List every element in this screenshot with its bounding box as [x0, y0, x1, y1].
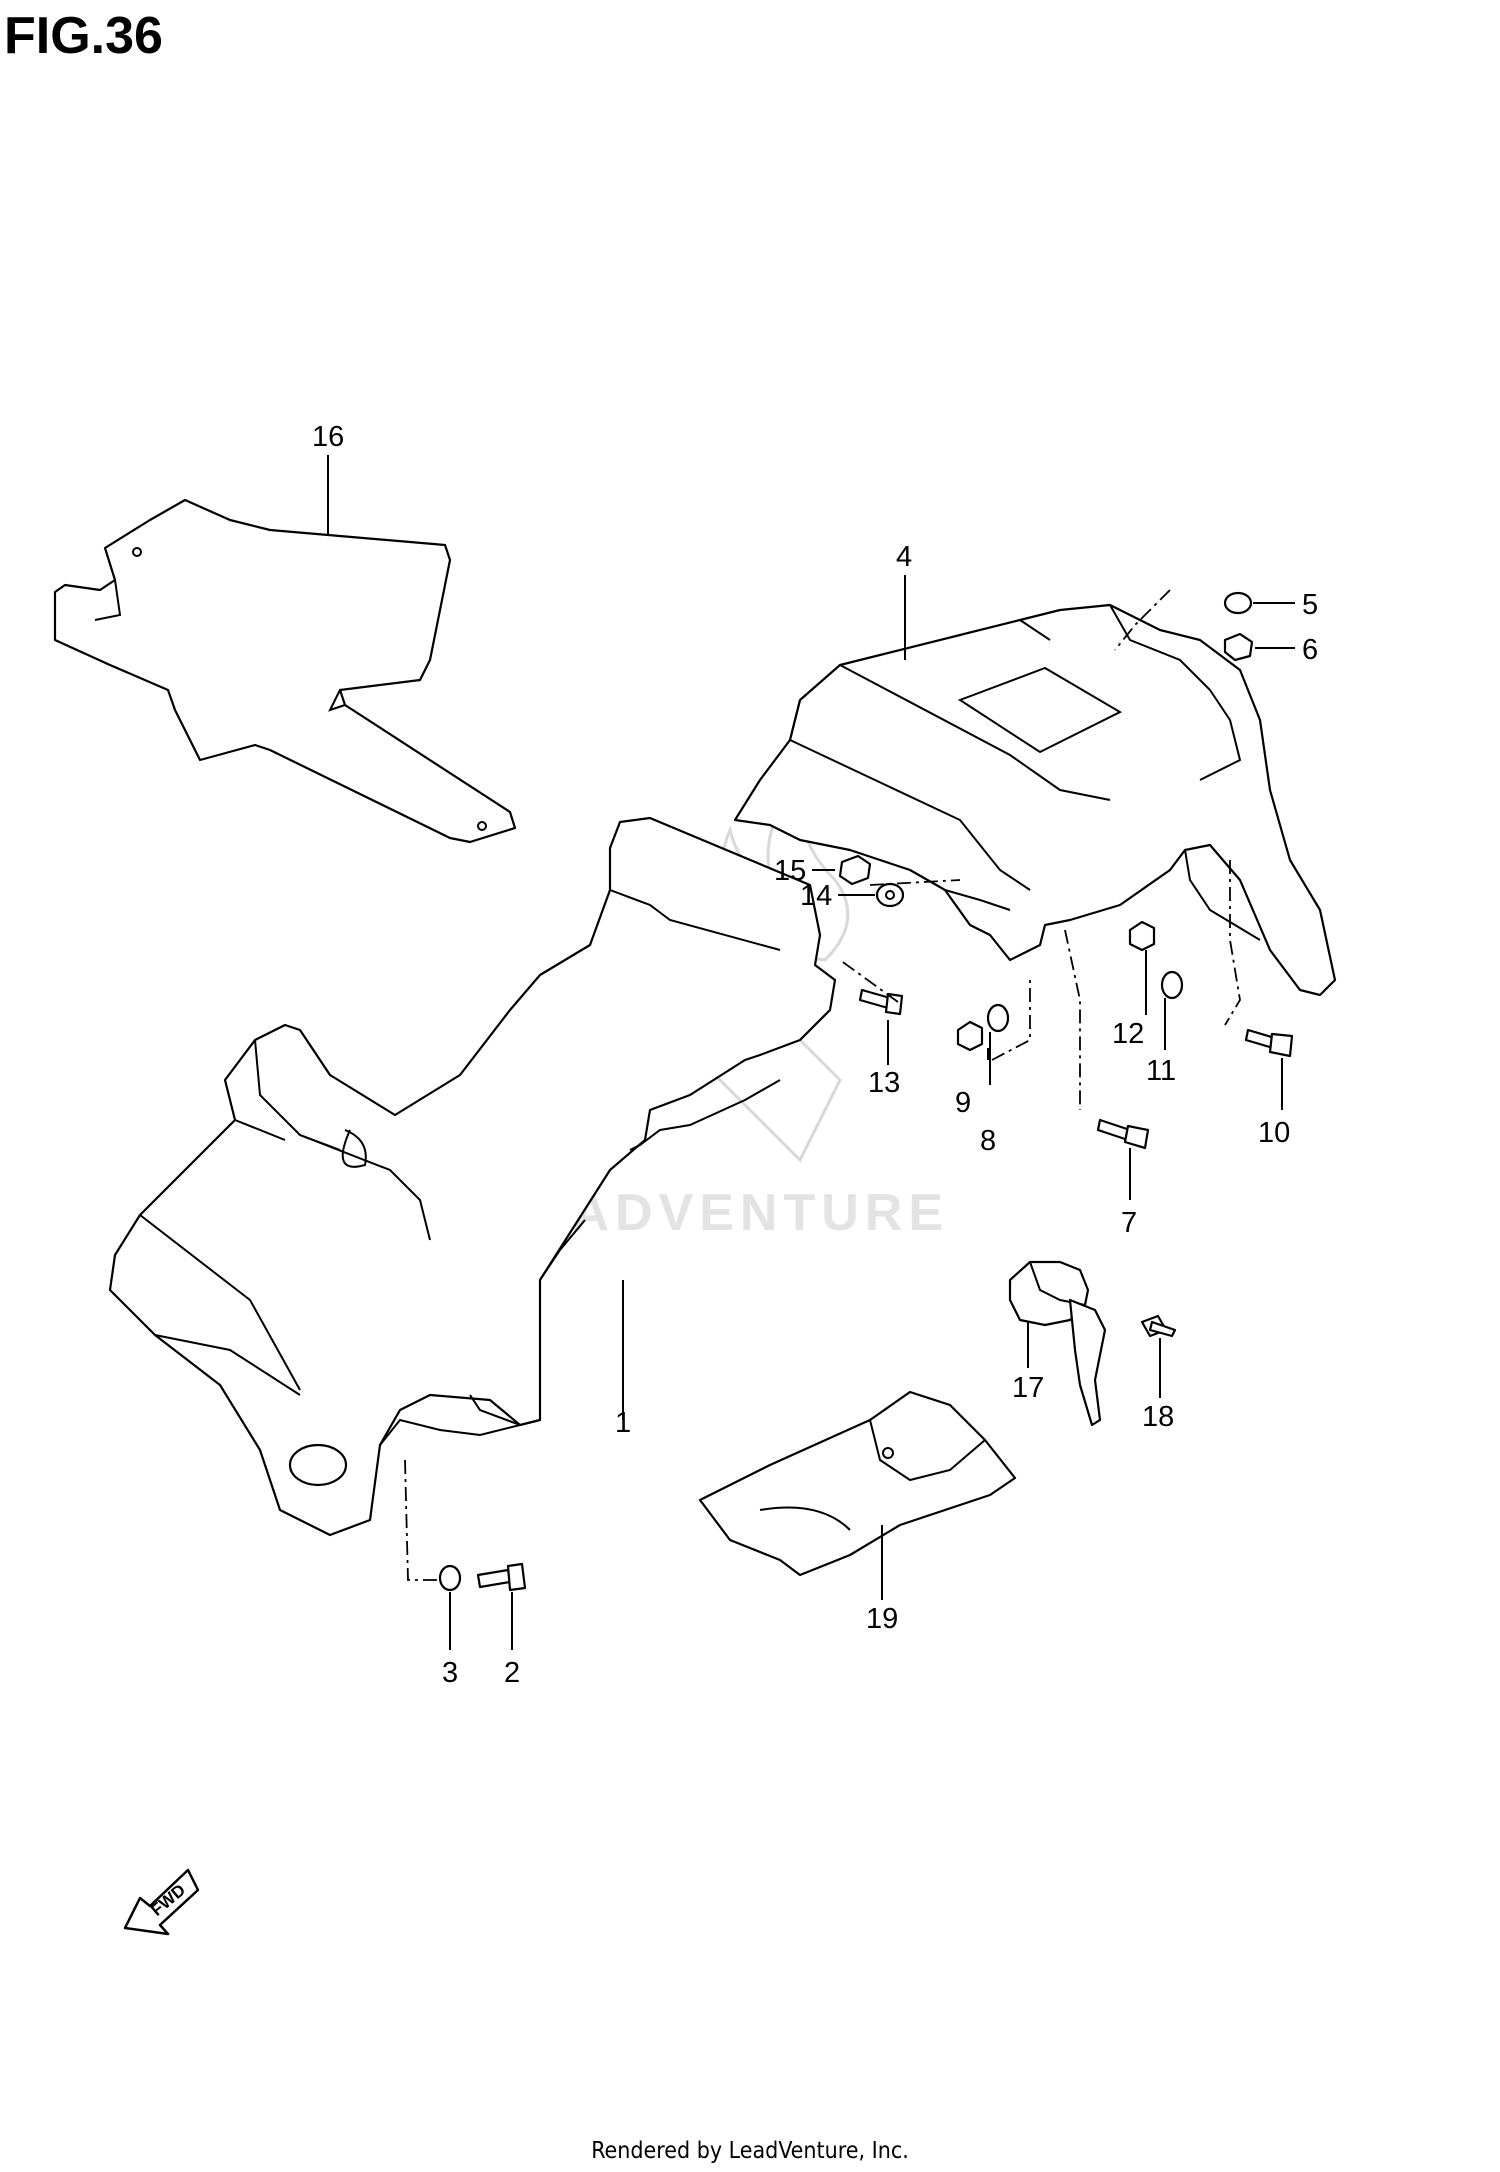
part-3-nut[interactable]	[438, 1564, 462, 1592]
part-2-bolt[interactable]	[476, 1562, 527, 1592]
callout-15: 15	[774, 855, 806, 887]
callout-18: 18	[1142, 1401, 1174, 1433]
part-12-nut[interactable]	[1128, 920, 1156, 952]
callout-1: 1	[615, 1407, 631, 1439]
part-1-rear-fender[interactable]	[108, 816, 837, 1537]
part-19-tool-bag[interactable]	[698, 1390, 1017, 1577]
part-6-nut[interactable]	[1223, 632, 1254, 662]
callout-7: 7	[1121, 1207, 1137, 1239]
callout-16: 16	[312, 421, 344, 453]
part-5-grommet[interactable]	[1223, 591, 1253, 615]
callout-5: 5	[1302, 589, 1318, 621]
part-4-fender-cover[interactable]	[733, 589, 1337, 997]
callout-10: 10	[1258, 1117, 1290, 1149]
callout-14: 14	[800, 880, 832, 912]
callout-4: 4	[896, 541, 912, 573]
part-7-bolt[interactable]	[1096, 1118, 1150, 1150]
part-15-nut[interactable]	[838, 854, 872, 886]
callout-8: 8	[980, 1125, 996, 1157]
part-14-washer[interactable]	[875, 882, 905, 908]
callout-6: 6	[1302, 634, 1318, 666]
part-8-washer[interactable]	[986, 1003, 1010, 1033]
callout-labels: 16 4 5 6 15 14 13 9 8 12 11 10 7 17 18 1…	[312, 421, 1318, 1689]
callout-11: 11	[1146, 1055, 1176, 1087]
callout-17: 17	[1012, 1372, 1044, 1404]
callout-13: 13	[868, 1067, 900, 1099]
callout-9: 9	[955, 1087, 971, 1119]
part-17-seat-lock[interactable]	[1008, 1260, 1107, 1427]
callout-2: 2	[504, 1657, 520, 1689]
part-10-bolt[interactable]	[1244, 1028, 1294, 1058]
part-13-bolt[interactable]	[858, 988, 904, 1016]
part-18-screw[interactable]	[1140, 1314, 1177, 1338]
callout-12: 12	[1112, 1018, 1144, 1050]
part-9-nut[interactable]	[956, 1020, 984, 1052]
callout-3: 3	[442, 1657, 458, 1689]
callout-19: 19	[866, 1603, 898, 1635]
part-11-washer[interactable]	[1160, 970, 1184, 1000]
figure-title: FIG.36	[4, 7, 163, 65]
leader-lines	[327, 455, 1295, 1650]
fwd-arrow-icon: FWD	[123, 1868, 200, 1936]
footer-credit: Rendered by LeadVenture, Inc.	[591, 2138, 909, 2164]
part-16-cover-sheet[interactable]	[53, 498, 517, 844]
